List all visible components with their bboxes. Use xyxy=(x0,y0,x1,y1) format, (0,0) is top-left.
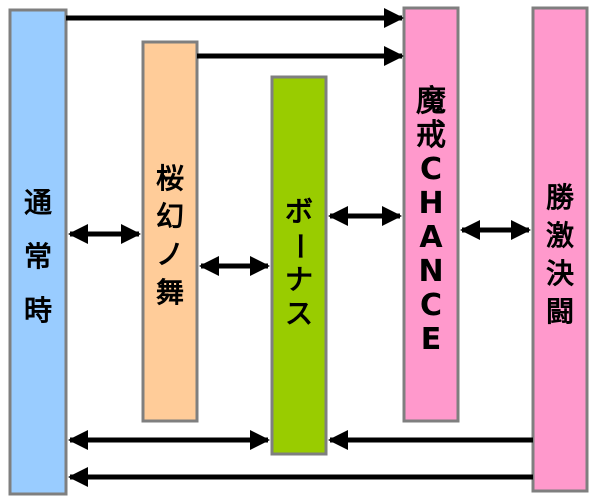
label-char: ノ xyxy=(155,238,184,271)
label-char: 桜 xyxy=(155,162,184,195)
label-char: 舞 xyxy=(155,276,184,309)
label-char: 激 xyxy=(545,219,574,252)
label-char: H xyxy=(418,186,444,221)
label-char: 闘 xyxy=(545,295,574,328)
shobu-state-label: 勝 激 決 闘 xyxy=(533,175,587,335)
label-char: 勝 xyxy=(545,181,574,214)
label-char: 魔 xyxy=(416,84,446,119)
label-char: 時 xyxy=(23,294,52,327)
label-char: 通 xyxy=(23,186,52,219)
shobu-state-box xyxy=(531,6,589,493)
label-char: 常 xyxy=(23,240,52,273)
bonus-state-label: ボ ー ナ ス xyxy=(272,186,326,340)
label-char: C xyxy=(419,152,443,187)
label-char: E xyxy=(420,322,442,357)
makai-state-box xyxy=(402,6,460,423)
bonus-state-box xyxy=(270,75,328,456)
makai-state-label: 魔 戒 C H A N C E xyxy=(404,62,458,380)
label-char: 幻 xyxy=(155,200,184,233)
label-char: C xyxy=(419,288,443,323)
label-char: ー xyxy=(282,231,316,261)
label-char: ナ xyxy=(284,263,313,296)
label-char: A xyxy=(419,220,443,255)
label-char: N xyxy=(418,254,444,289)
label-char: 戒 xyxy=(416,118,446,153)
label-char: ス xyxy=(284,297,313,330)
ouka-state-box xyxy=(141,40,199,423)
normal-state-label: 通 常 時 xyxy=(10,152,66,362)
ouka-state-label: 桜 幻 ノ 舞 xyxy=(143,156,197,316)
label-char: 決 xyxy=(545,257,574,290)
label-char: ボ xyxy=(284,195,313,228)
normal-state-box xyxy=(8,8,68,496)
